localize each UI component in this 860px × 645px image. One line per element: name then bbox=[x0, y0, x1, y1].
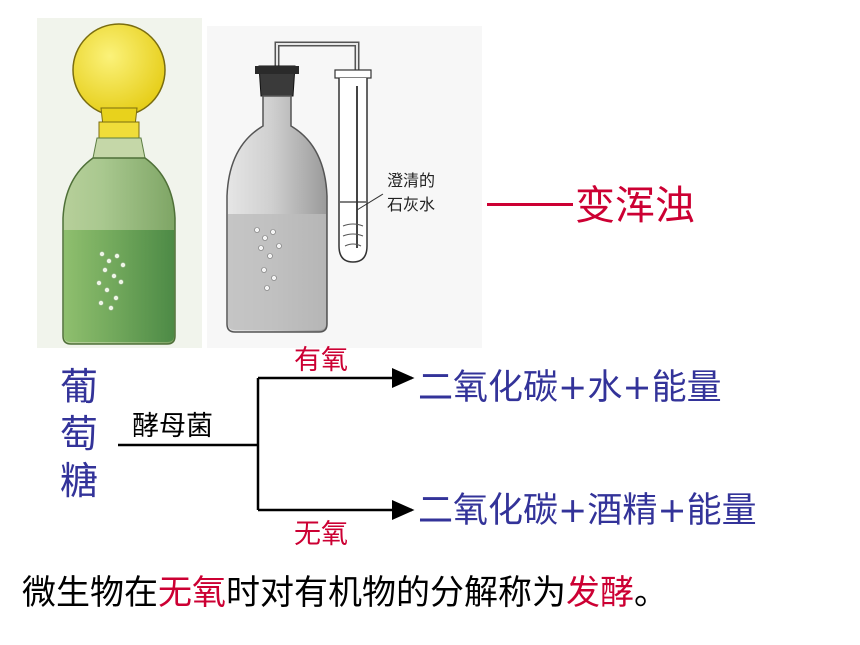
caption-anaerobic: 无氧 bbox=[158, 573, 226, 613]
aerobic-products: 二氧化碳+水+能量 bbox=[418, 368, 722, 408]
aerobic-label: 有氧 bbox=[294, 345, 348, 376]
anaerobic-products: 二氧化碳+酒精+能量 bbox=[418, 491, 757, 531]
anaerobic-label: 无氧 bbox=[294, 519, 348, 550]
limewater-label-2: 石灰水 bbox=[387, 195, 435, 214]
glucose-label: 葡萄糖 bbox=[59, 365, 98, 503]
caption-fermentation: 发酵 bbox=[566, 573, 634, 613]
caption-part-1: 微生物在 bbox=[22, 573, 158, 613]
caption-part-2: 时对有机物的分解称为 bbox=[226, 573, 566, 613]
result-dash bbox=[487, 202, 573, 206]
turbid-result: 变浑浊 bbox=[487, 182, 695, 230]
test-tube bbox=[338, 78, 368, 263]
balloon-bottle-illustration bbox=[37, 18, 202, 348]
yeast-label: 酵母菌 bbox=[132, 411, 213, 442]
limewater-apparatus-illustration: 澄清的 石灰水 bbox=[207, 26, 482, 348]
fermentation-definition: 微生物在无氧时对有机物的分解称为发酵。 bbox=[22, 565, 668, 614]
result-text: 变浑浊 bbox=[575, 183, 695, 229]
caption-part-3: 。 bbox=[634, 573, 668, 613]
limewater-label-1: 澄清的 bbox=[387, 171, 435, 190]
bubbles bbox=[96, 251, 126, 311]
